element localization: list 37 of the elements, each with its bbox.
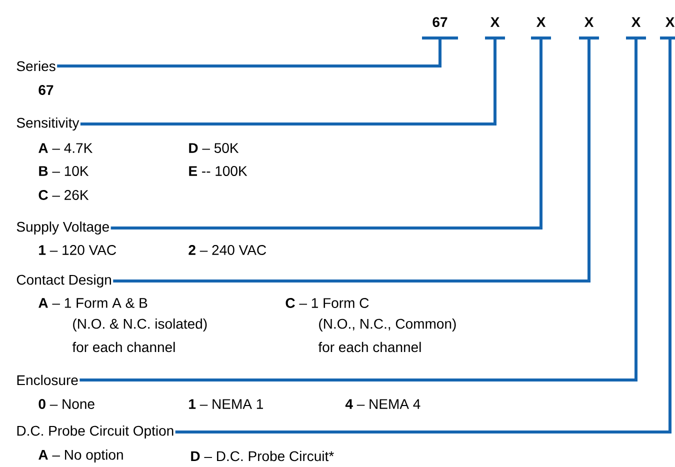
option-text: B – 10K [39,166,89,176]
leader-line [80,38,638,382]
leader-line [57,38,442,68]
code-character: X [531,17,551,40]
code-character: X [660,17,675,40]
option-text: C – 1 Form C [286,298,369,308]
code-character: 67 [422,17,458,40]
option-text: 67 [38,85,54,95]
leader-line [175,38,672,434]
field-heading: Sensitivity [16,117,80,131]
code-character: X [626,17,646,40]
field-heading: Enclosure [17,374,78,386]
option-text: 4 – NEMA 4 [345,399,420,409]
field-heading: Contact Design [16,274,111,288]
option-text: E -- 100K [189,166,248,176]
option-text: A – No option [38,449,123,463]
option-text: D – 50K [189,143,239,153]
option-text: 1 – 120 VAC [39,245,116,255]
code-character: X [579,17,599,40]
leader-line [113,38,590,282]
leader-line [110,38,542,230]
option-text: 1 – NEMA 1 [189,399,263,409]
option-text: D – D.C. Probe Circuit* [191,450,334,462]
leader-line [80,38,496,126]
option-text: A – 4.7K [38,143,93,153]
option-text: (N.O. & N.C. isolated) [73,318,207,332]
code-character: X [485,17,505,40]
option-text: A – 1 Form A & B [38,298,148,308]
field-heading: D.C. Probe Circuit Option [17,425,174,439]
option-text: (N.O., N.C., Common) [319,318,456,332]
option-text: 2 – 240 VAC [188,245,266,255]
field-heading: Series [16,60,56,72]
option-text: 0 – None [38,399,94,409]
option-text: C – 26K [38,190,89,200]
option-text: for each channel [318,342,421,352]
option-text: for each channel [72,342,175,352]
field-heading: Supply Voltage [16,221,109,235]
